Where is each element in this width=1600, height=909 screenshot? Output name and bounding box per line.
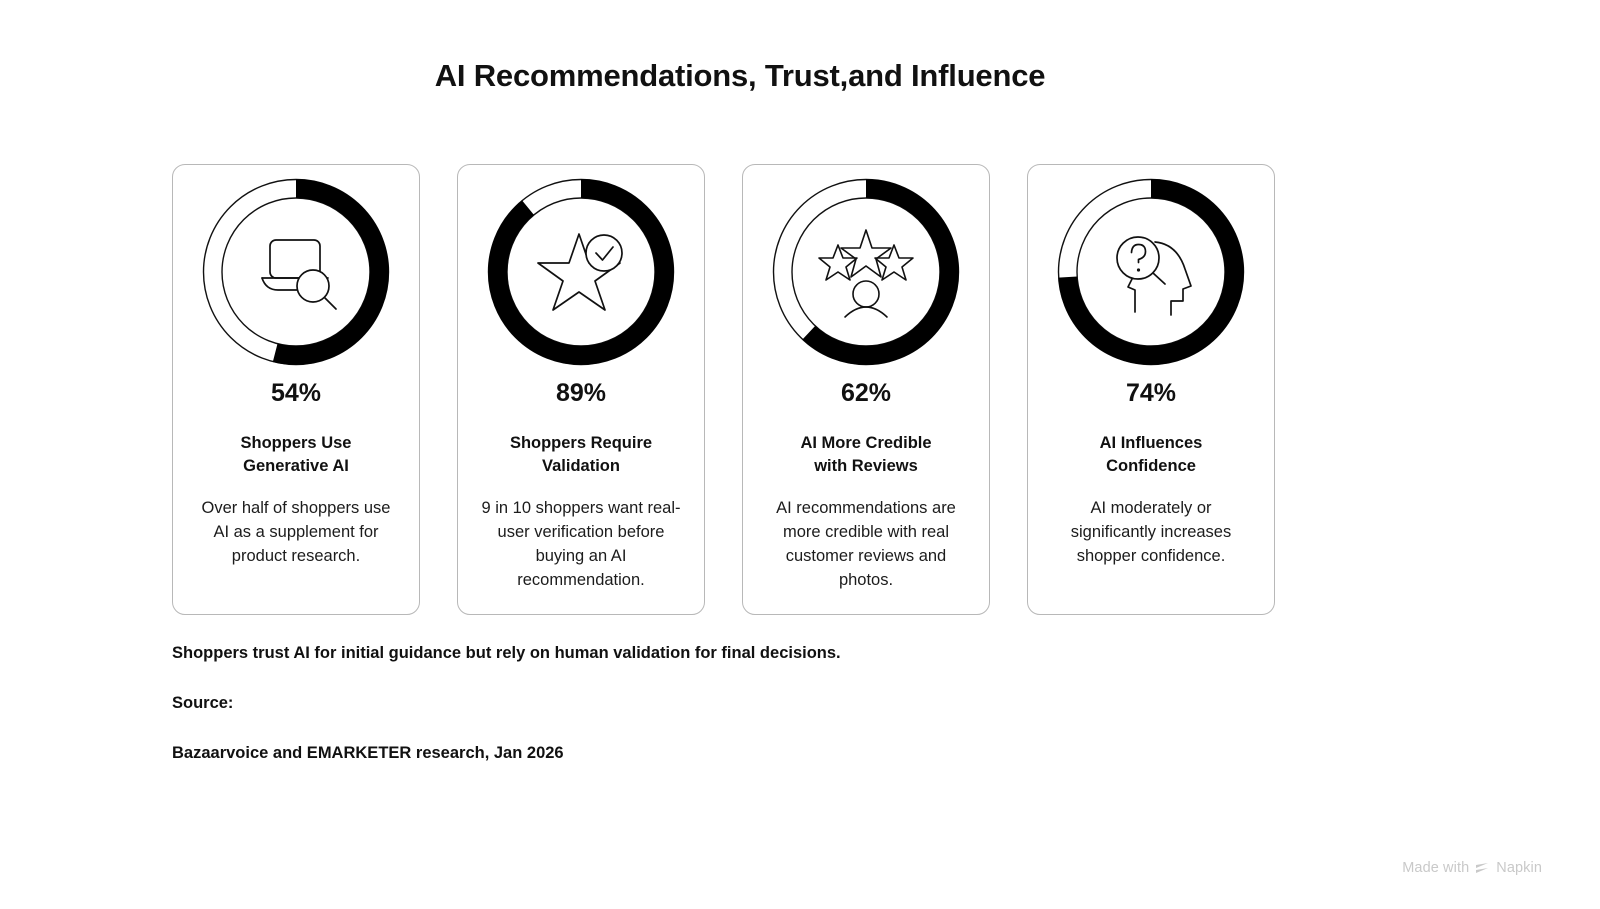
donut-chart-svg: [772, 178, 960, 366]
stat-card-title: AI Influences Confidence: [1044, 432, 1258, 479]
stat-card-title-line1: AI Influences: [1099, 433, 1203, 452]
star-check-icon: [526, 217, 636, 327]
stat-percent: 74%: [1125, 379, 1177, 407]
donut-gauge: [481, 174, 681, 370]
stat-card-description: AI recommendations are more credible wit…: [776, 499, 956, 590]
stat-card-title-line2: Confidence: [1106, 456, 1196, 475]
napkin-logo-icon: [1476, 862, 1489, 873]
laptop-search-icon: [241, 217, 351, 327]
watermark-prefix: Made with: [1402, 860, 1470, 876]
stat-card-title-line2: Validation: [542, 456, 620, 475]
stat-card-description: AI moderately or significantly increases…: [1070, 499, 1232, 566]
stars-person-icon: [811, 217, 921, 327]
stat-card-title: AI More Credible with Reviews: [759, 432, 973, 479]
stat-percent: 62%: [840, 379, 892, 407]
watermark-brand: Napkin: [1496, 860, 1542, 876]
stat-card-title: Shoppers Use Generative AI: [189, 432, 403, 479]
stat-card-title-line2: with Reviews: [814, 456, 918, 475]
page-title: AI Recommendations, Trust,and Influence: [434, 58, 1046, 93]
stat-card: 89% Shoppers Require Validation 9 in 10 …: [457, 164, 705, 615]
stat-card-title-line1: AI More Credible: [800, 433, 932, 452]
donut-chart-svg: [202, 178, 390, 366]
stat-card-title-line1: Shoppers Require: [509, 433, 653, 452]
donut-gauge: [766, 174, 966, 370]
head-question-search-icon: [1096, 217, 1206, 327]
stat-card-title-line2: Generative AI: [243, 456, 349, 475]
footer-source-label: Source:: [172, 694, 234, 713]
donut-value-arc: [203, 179, 389, 365]
donut-gauge: [196, 174, 396, 370]
donut-value-arc: [488, 179, 674, 365]
donut-chart-svg: [487, 178, 675, 366]
stat-card: 74% AI Influences Confidence AI moderate…: [1027, 164, 1275, 615]
donut-value-arc: [1058, 179, 1244, 365]
stat-card-list: 54% Shoppers Use Generative AI Over half…: [172, 164, 1275, 615]
donut-chart-svg: [1057, 178, 1245, 366]
footer: Shoppers trust AI for initial guidance b…: [172, 643, 1272, 764]
napkin-watermark: Made with Napkin: [1402, 860, 1542, 876]
stat-card: 62% AI More Credible with Reviews AI rec…: [742, 164, 990, 615]
stat-percent: 54%: [270, 379, 322, 407]
stat-card-title-line1: Shoppers Use: [240, 433, 352, 452]
footer-source-value: Bazaarvoice and EMARKETER research, Jan …: [172, 743, 564, 762]
stat-card-description: Over half of shoppers use AI as a supple…: [201, 499, 391, 566]
donut-gauge: [1051, 174, 1251, 370]
footer-insight: Shoppers trust AI for initial guidance b…: [172, 644, 841, 662]
donut-value-arc: [773, 179, 959, 365]
stat-card-title: Shoppers Require Validation: [474, 432, 688, 479]
stat-card: 54% Shoppers Use Generative AI Over half…: [172, 164, 420, 615]
stat-card-description: 9 in 10 shoppers want real-user verifica…: [481, 499, 681, 590]
stat-percent: 89%: [555, 379, 607, 407]
